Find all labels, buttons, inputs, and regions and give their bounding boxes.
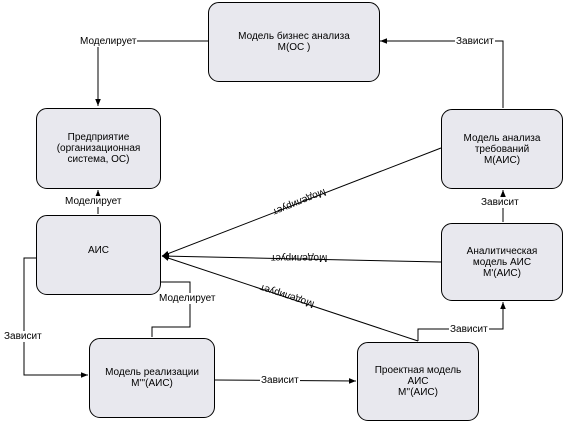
node-implementation-model[interactable]: Модель реализации М'''(АИС) [89, 338, 215, 418]
edge-label-depends: Зависит [260, 375, 300, 386]
edge-label-depends: Зависит [449, 324, 489, 335]
node-text-line: (организационная [56, 143, 141, 154]
node-text-line: Проектная модель [374, 365, 462, 376]
node-text-line: Модель анализа [463, 132, 541, 144]
edge-label-models: Моделирует [271, 252, 328, 263]
node-text-line: Аналитическая [466, 245, 538, 257]
edge-analytical-to-ais [161, 253, 442, 263]
edge-label-models: Моделирует [158, 293, 217, 304]
node-business-model[interactable]: Модель бизнес анализа М(ОС ) [208, 2, 380, 82]
node-text-line: М(АИС) [483, 154, 521, 166]
node-text-line: М'(АИС) [483, 267, 521, 279]
edge-design-to-analytical [417, 302, 506, 341]
edge-label-models: Моделирует [64, 196, 123, 207]
edge-requirements-to-ais [161, 147, 442, 257]
node-text-line: АИС [407, 376, 429, 387]
edge-design-to-ais [161, 255, 419, 342]
edge-label-depends: Зависит [480, 197, 520, 208]
edge-label-depends: Зависит [3, 331, 43, 342]
edge-implementation-to-ais [151, 281, 191, 337]
node-text-line: требований [474, 143, 530, 155]
node-analytical-model[interactable]: Аналитическая модель АИС М'(АИС) [441, 223, 563, 301]
node-text-line: модель АИС [472, 256, 532, 268]
node-text-line: М(ОС ) [277, 42, 311, 53]
node-text-line: Модель реализации [105, 367, 199, 378]
node-text-line: М''(АИС) [398, 387, 438, 398]
node-enterprise[interactable]: Предприятие (организационная система, ОС… [36, 108, 161, 189]
node-design-model[interactable]: Проектная модель АИС М''(АИС) [357, 342, 479, 421]
edge-requirements-to-business [380, 38, 504, 108]
edge-label-models: Моделирует [79, 36, 138, 47]
edge-label-depends: Зависит [455, 36, 495, 47]
edge-business-to-enterprise [95, 40, 208, 106]
node-text-line: система, ОС) [67, 154, 130, 165]
edge-ais-to-implementation [23, 257, 88, 378]
node-ais[interactable]: АИС [36, 215, 161, 295]
node-text-line: Модель бизнес анализа [238, 31, 350, 42]
node-text-line: Предприятие [67, 132, 130, 143]
node-requirements-model[interactable]: Модель анализа требований М(АИС) [441, 109, 563, 189]
node-text-line: АИС [87, 244, 110, 256]
node-text-line: М'''(АИС) [131, 378, 173, 389]
